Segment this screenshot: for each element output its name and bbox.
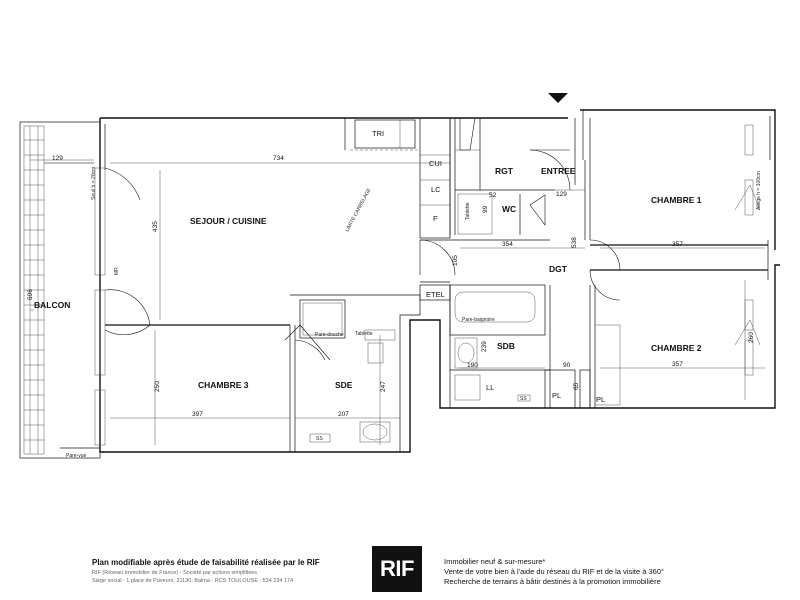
fixture-etel: ETEL: [426, 290, 445, 299]
dim-397: 397: [192, 411, 203, 418]
footer-address-line: Siège social : 1 place de Paveurs, 31130…: [92, 578, 294, 584]
dim-190: 190: [467, 362, 478, 369]
dim-357-ch1: 357: [672, 241, 683, 248]
balcony: [19, 121, 101, 459]
dim-90: 90: [563, 362, 571, 369]
fixture-seuil: Seuil h = 20cm: [91, 167, 97, 200]
fixture-tablette-wc: Tablette: [465, 202, 471, 220]
fixture-allege: Allège h = 100cm: [756, 171, 762, 210]
doors: [284, 117, 621, 361]
room-label-chambre-2: CHAMBRE 2: [651, 343, 702, 353]
dim-260: 260: [748, 332, 755, 343]
room-label-entree: ENTREE: [541, 166, 576, 176]
dimension-lines: [44, 162, 765, 445]
room-label-rgt: RGT: [495, 166, 514, 176]
fixture-ll: LL: [486, 383, 494, 392]
dim-354: 354: [502, 241, 513, 248]
fixture-cui: CUI: [429, 159, 442, 168]
room-label-balcon: BALCON: [34, 300, 70, 310]
dim-65: 65: [573, 382, 580, 390]
fixture-tri: TRI: [372, 129, 384, 138]
bedroom-windows: [734, 124, 761, 376]
room-label-sejour: SEJOUR / CUISINE: [190, 216, 267, 226]
dim-129-balcon: 129: [52, 155, 63, 162]
fixture-mr: MR: [114, 267, 120, 275]
dim-435: 435: [152, 221, 159, 232]
fixture-pl-1: PL: [552, 391, 561, 400]
dim-247: 247: [380, 381, 387, 392]
outer-walls: [99, 109, 780, 453]
room-label-sdb: SDB: [497, 341, 515, 351]
fixture-pare-baignoire: Pare-baignoire: [462, 317, 495, 323]
footer-tagline-3: Recherche de terrains à bâtir destinés à…: [444, 577, 661, 586]
floor-plan: SEJOUR / CUISINE CHAMBRE 1 CHAMBRE 2 CHA…: [19, 93, 780, 459]
fixture-lc: LC: [431, 185, 441, 194]
footer-tagline-1: Immobilier neuf & sur-mesure*: [444, 557, 546, 566]
room-label-sde: SDE: [335, 380, 353, 390]
dim-538: 538: [571, 237, 578, 248]
dim-52: 52: [489, 192, 497, 199]
room-label-chambre-3: CHAMBRE 3: [198, 380, 249, 390]
rif-logo: RIF: [372, 546, 422, 592]
dim-239: 239: [481, 341, 488, 352]
room-label-chambre-1: CHAMBRE 1: [651, 195, 702, 205]
balcony-windows: [94, 167, 151, 446]
dim-129-entree: 129: [556, 191, 567, 198]
room-label-dgt: DGT: [549, 264, 568, 274]
dim-734: 734: [273, 155, 284, 162]
footer-tagline-2: Vente de votre bien à l'aide du réseau d…: [444, 567, 664, 576]
dim-105: 105: [452, 255, 459, 266]
footer: Plan modifiable après étude de faisabili…: [0, 540, 800, 600]
dim-357-ch2: 357: [672, 361, 683, 368]
room-label-wc: WC: [502, 204, 516, 214]
entrance-arrow-icon: [548, 93, 568, 103]
dim-207: 207: [338, 411, 349, 418]
fixture-pare-vue: Pare-vue: [66, 453, 87, 459]
fixture-pare-douche: Pare-douche: [315, 332, 344, 338]
fixture-ss-2: SS: [520, 396, 527, 402]
dim-99: 99: [482, 205, 489, 213]
fixture-f: F: [433, 214, 438, 223]
fixture-tablette-sde: Tablette: [355, 331, 373, 337]
footer-title: Plan modifiable après étude de faisabili…: [92, 558, 320, 567]
interior-walls: [105, 117, 769, 452]
fixture-pl-2: PL: [596, 395, 605, 404]
dim-696: 696: [27, 289, 34, 300]
fixture-ss-1: SS: [316, 436, 323, 442]
dim-250: 250: [154, 381, 161, 392]
fixture-limite-carrelage: LIMITE CARRELAGE: [344, 187, 372, 233]
footer-company-line: RIF (Réseau Immobilier de France) - Soci…: [92, 570, 258, 576]
